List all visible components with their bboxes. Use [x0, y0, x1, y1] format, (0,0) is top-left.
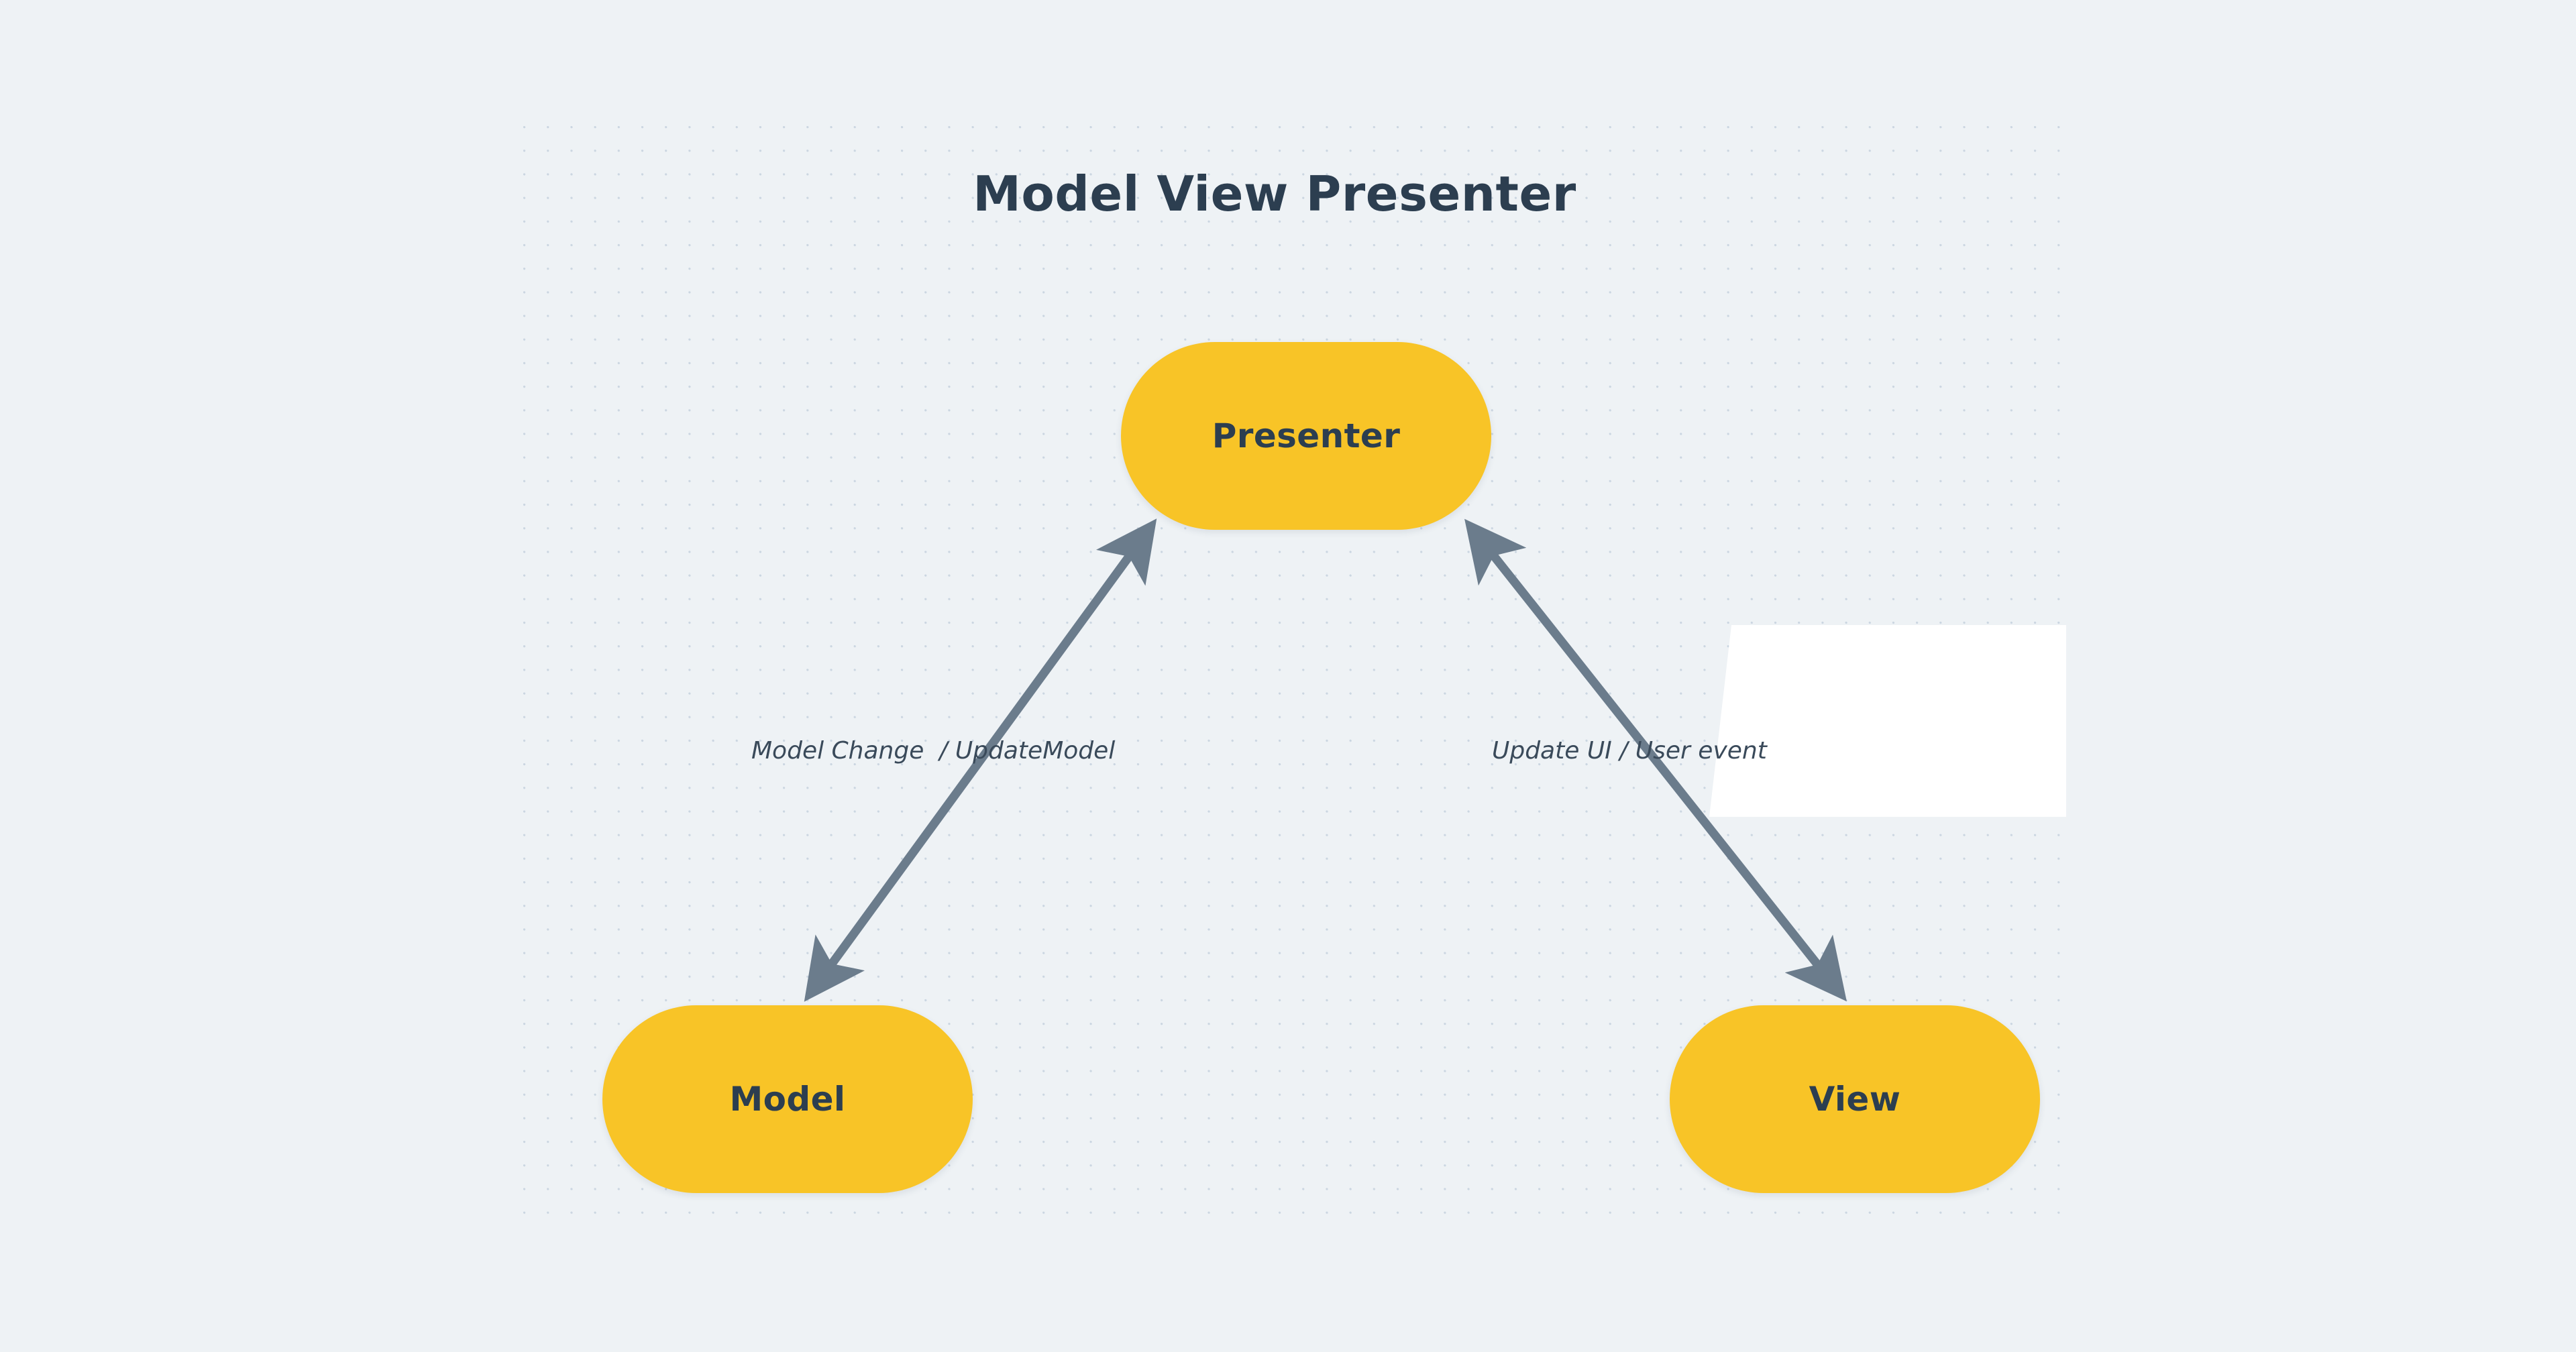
- node-model[interactable]: Model: [602, 1005, 973, 1193]
- edge-label-model-presenter: Model Change / UpdateModel: [751, 737, 1116, 765]
- page-title: Model View Presenter: [973, 166, 1576, 222]
- node-presenter[interactable]: Presenter: [1121, 342, 1491, 530]
- white-trapezoid-shape: [1709, 625, 2066, 817]
- edge-label-presenter-view: Update UI / User event: [1492, 737, 1767, 765]
- node-view-label: View: [1809, 1080, 1901, 1119]
- node-view[interactable]: View: [1670, 1005, 2040, 1193]
- node-model-label: Model: [729, 1080, 846, 1119]
- node-presenter-label: Presenter: [1212, 416, 1401, 455]
